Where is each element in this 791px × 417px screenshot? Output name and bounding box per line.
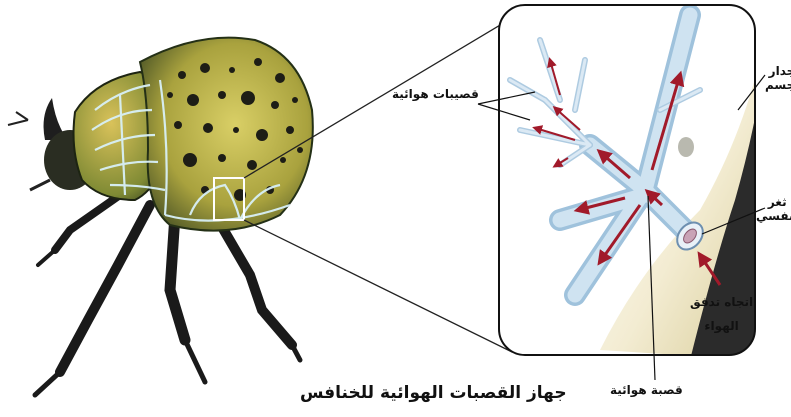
body-wall-label-line1: جدار [765,65,791,79]
trachea-label: قصبة هوائية [610,384,683,398]
tracheoles-label: قصيبات هوائية [392,88,479,102]
diagram-title: جهاز القصبات الهوائية للخنافس [300,384,567,404]
airflow-direction-label: اتجاه تدفق الهواء [690,296,753,334]
beetle-legs [35,195,300,395]
spiracle-label: ثغر تنفسي [756,196,791,224]
spiracle-label-line2: تنفسي [756,210,791,224]
body-wall-label-line2: جسم [765,79,791,93]
body-wall-label: جدار جسم [765,65,791,93]
spiracle-label-line1: ثغر [756,196,791,210]
airflow-label-line1: اتجاه تدفق [690,296,753,310]
beetle-illustration [8,38,313,395]
airflow-label-line2: الهواء [690,320,753,334]
